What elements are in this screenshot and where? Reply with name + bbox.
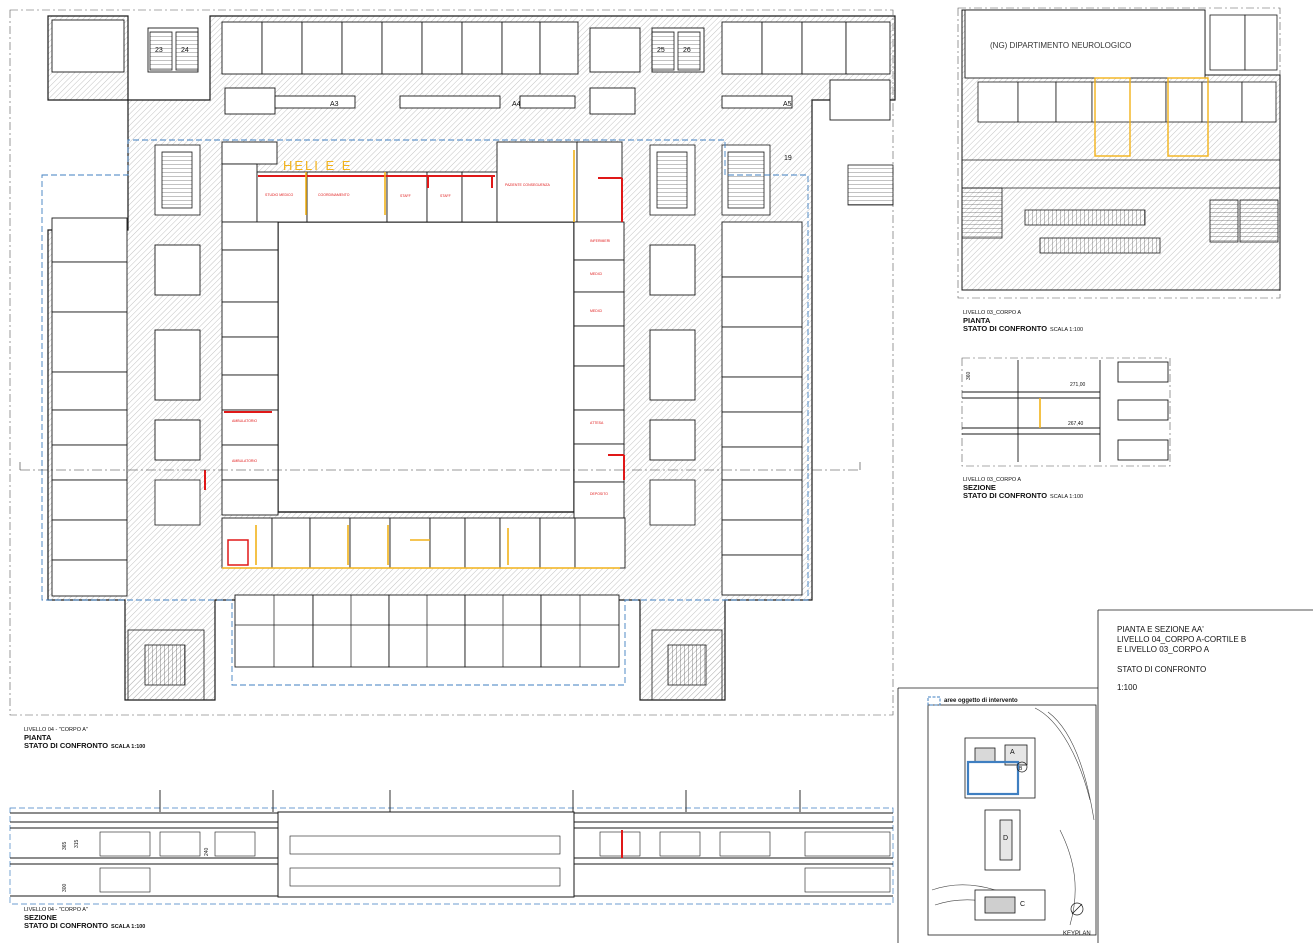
section-cut-line [19,462,861,471]
keyplan-label: KEYPLAN [1063,931,1091,937]
north-arrow-icon [1070,902,1084,916]
svg-text:ATTESA: ATTESA [590,421,604,425]
main-section-caption: LIVELLO 04 - "CORPO A" SEZIONE STATO DI … [24,906,145,931]
title-line-2: LIVELLO 04_CORPO A-CORTILE B [1117,635,1247,644]
outer-west-rooms [51,217,201,597]
inner-south-rooms [221,517,626,569]
keyplan-legend-swatch [927,696,941,706]
dimension-label: 360 [966,371,972,380]
keyplan: A B C D [927,696,1097,936]
intervention-area-outline [41,139,809,686]
keyplan-block: A [1010,749,1015,756]
svg-text:AMBULATORIO: AMBULATORIO [232,459,257,463]
svg-text:COORDINAMENTO: COORDINAMENTO [318,193,350,197]
section-dimensions: 365 315 240 300 [62,839,210,892]
keyplan-block: C [1020,901,1025,908]
stair-cores [127,31,894,701]
room-tag: A4 [512,101,521,108]
dimension-label: 240 [204,847,210,856]
demolition-walls [204,175,625,566]
north-rooms [51,19,891,121]
inner-north-rooms [221,141,623,223]
main-plan-status: STATO DI CONFRONTO [24,741,109,750]
courtyard [277,221,575,513]
main-section-view: SEZIONE [24,913,57,922]
svg-text:DEPOSITO: DEPOSITO [590,492,608,496]
room-tag: A5 [783,101,792,108]
room-tag: 26 [683,47,691,54]
title-scale: 1:100 [1117,683,1138,692]
room-tag: 24 [181,47,189,54]
svg-text:AMBULATORIO: AMBULATORIO [232,419,257,423]
title-line-1: PIANTA E SEZIONE AA' [1117,625,1204,634]
svg-text:STAFF: STAFF [400,194,411,198]
dimension-label: 300 [62,883,68,892]
level03-plan-scale: SCALA 1:100 [1050,327,1084,333]
level03-section-status: STATO DI CONFRONTO [963,491,1048,500]
svg-text:STAFF: STAFF [440,194,451,198]
room-tags: A3 A4 A5 23 24 25 26 19 [155,47,792,162]
keyplan-block: D [1003,835,1008,842]
keyplan-block-labels: A B C D [1003,749,1025,908]
inner-west-rooms [221,221,279,516]
inner-east-rooms [573,221,625,519]
keyplan-legend-text: aree oggetto di intervento [944,698,1018,704]
dimension-label: 315 [74,839,80,848]
title-block-text: PIANTA E SEZIONE AA' LIVELLO 04_CORPO A-… [1117,625,1246,693]
level03-plan-level: LIVELLO 03_CORPO A [963,310,1022,316]
level03-section: 271,00 267,40 360 [961,357,1171,467]
title-line-3: E LIVELLO 03_CORPO A [1117,645,1210,654]
level03-section-caption: LIVELLO 03_CORPO A SEZIONE STATO DI CONF… [963,476,1083,501]
level03-plan-view: PIANTA [963,316,991,325]
keyplan-block: B [1019,766,1023,772]
room-tag: 23 [155,47,163,54]
plan-header-text: HELI E E [283,158,352,173]
main-plan-level: LIVELLO 04 - "CORPO A" [24,727,88,733]
section-frame [9,807,894,905]
room-tag: A3 [330,101,339,108]
main-plan-scale: SCALA 1:100 [111,744,146,750]
svg-text:STUDIO MEDICO: STUDIO MEDICO [265,193,293,197]
room-annotations: STUDIO MEDICO COORDINAMENTO STAFF STAFF … [232,183,610,496]
main-section-level: LIVELLO 04 - "CORPO A" [24,907,88,913]
main-section-drawing: 365 315 240 300 [9,790,894,905]
dimension-label: 267,40 [1068,421,1084,427]
main-plan-caption: LIVELLO 04 - "CORPO A" PIANTA STATO DI C… [24,726,145,751]
main-plan-view: PIANTA [24,733,52,742]
svg-text:PAZIENTE CONSEGUENZA: PAZIENTE CONSEGUENZA [505,183,551,187]
level03-section-view: SEZIONE [963,483,996,492]
dimension-label: 271,00 [1070,382,1086,388]
department-label: (NG) DIPARTIMENTO NEUROLOGICO [990,41,1131,50]
level03-plan: (NG) DIPARTIMENTO NEUROLOGICO [957,7,1281,299]
level03-plan-status: STATO DI CONFRONTO [963,324,1048,333]
room-tag: 25 [657,47,665,54]
title-status: STATO DI CONFRONTO [1117,665,1207,674]
room-tag: 19 [784,155,792,162]
new-walls [222,150,620,569]
main-section-status: STATO DI CONFRONTO [24,921,109,930]
dimension-label: 365 [62,841,68,850]
level03-section-level: LIVELLO 03_CORPO A [963,477,1022,483]
level03-dimensions: 271,00 267,40 360 [966,371,1086,427]
main-section-scale: SCALA 1:100 [111,924,146,930]
plan-frame [9,9,894,716]
level03-plan-caption: LIVELLO 03_CORPO A PIANTA STATO DI CONFR… [963,309,1083,334]
title-block [897,609,1313,943]
svg-text:MEDICI: MEDICI [590,309,602,313]
keyplan-intervention-area [966,760,1020,796]
outer-east-rooms [649,221,803,596]
svg-text:INFERMIERI: INFERMIERI [590,239,610,243]
south-wing-partitions [235,595,619,667]
level03-section-scale: SCALA 1:100 [1050,494,1084,500]
main-floor-plan: STUDIO MEDICO COORDINAMENTO STAFF STAFF … [9,9,896,716]
svg-text:MEDICI: MEDICI [590,272,602,276]
